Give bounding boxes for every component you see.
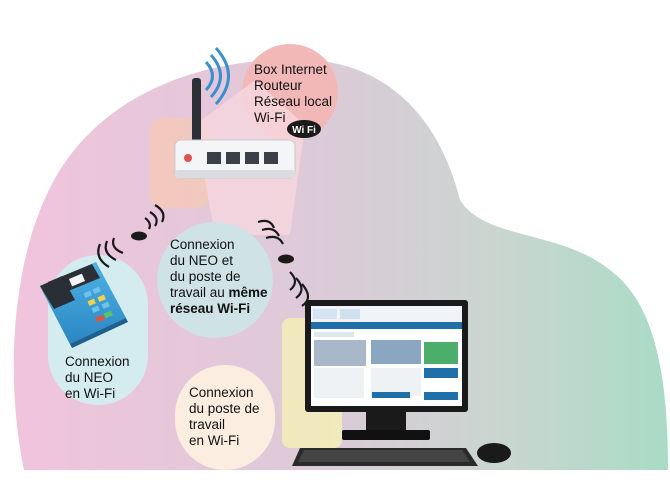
pc-label-line-4: en Wi-Fi (189, 433, 240, 448)
router-label-line-4: Wi-Fi (254, 110, 286, 125)
center-bubble (157, 222, 273, 338)
shared-network-line-2: du NEO et (170, 253, 234, 268)
pc-bubble (175, 365, 275, 470)
neo-terminal-icon (40, 262, 128, 348)
signal-waves-pc (257, 219, 310, 307)
wifi-logo-icon: Wi Fi (287, 120, 321, 138)
wifi-small-icon-neo (131, 231, 147, 241)
neo-label-line-1: Connexion (65, 354, 130, 369)
router-icon (174, 47, 296, 179)
shared-network-line-1: Connexion (170, 237, 235, 252)
neo-wifi-label: Connexion du NEO en Wi-Fi (65, 354, 130, 402)
router-label: Box Internet Routeur Réseau local Wi-Fi (254, 62, 332, 126)
shared-network-line-5-bold: réseau Wi-Fi (170, 301, 251, 316)
wifi-small-icon-pc (278, 254, 294, 264)
pc-label-line-1: Connexion (189, 385, 254, 400)
pc-label-line-2: du poste de (189, 401, 260, 416)
shared-network-line-3: du poste de (170, 269, 241, 284)
shared-network-line-4: travail au même (170, 285, 268, 301)
signal-waves-neo (97, 204, 165, 268)
router-label-line-2: Routeur (254, 78, 303, 93)
neo-label-line-3: en Wi-Fi (65, 386, 116, 401)
pc-label-line-3: travail (189, 417, 226, 432)
shared-network-label: Connexion du NEO et du poste de travail … (170, 237, 268, 317)
router-label-line-1: Box Internet (254, 62, 327, 77)
shared-network-line-4-prefix: travail au (170, 285, 229, 300)
shared-network-line-5: réseau Wi-Fi (170, 301, 268, 317)
shared-network-line-4-bold: même (228, 285, 268, 300)
neo-label-line-2: du NEO (65, 370, 114, 385)
desktop-computer-icon (292, 300, 511, 466)
wifi-logo-text: Wi Fi (292, 125, 316, 136)
workstation-wifi-label: Connexion du poste de travail en Wi-Fi (189, 385, 260, 449)
router-label-line-3: Réseau local (254, 94, 333, 109)
